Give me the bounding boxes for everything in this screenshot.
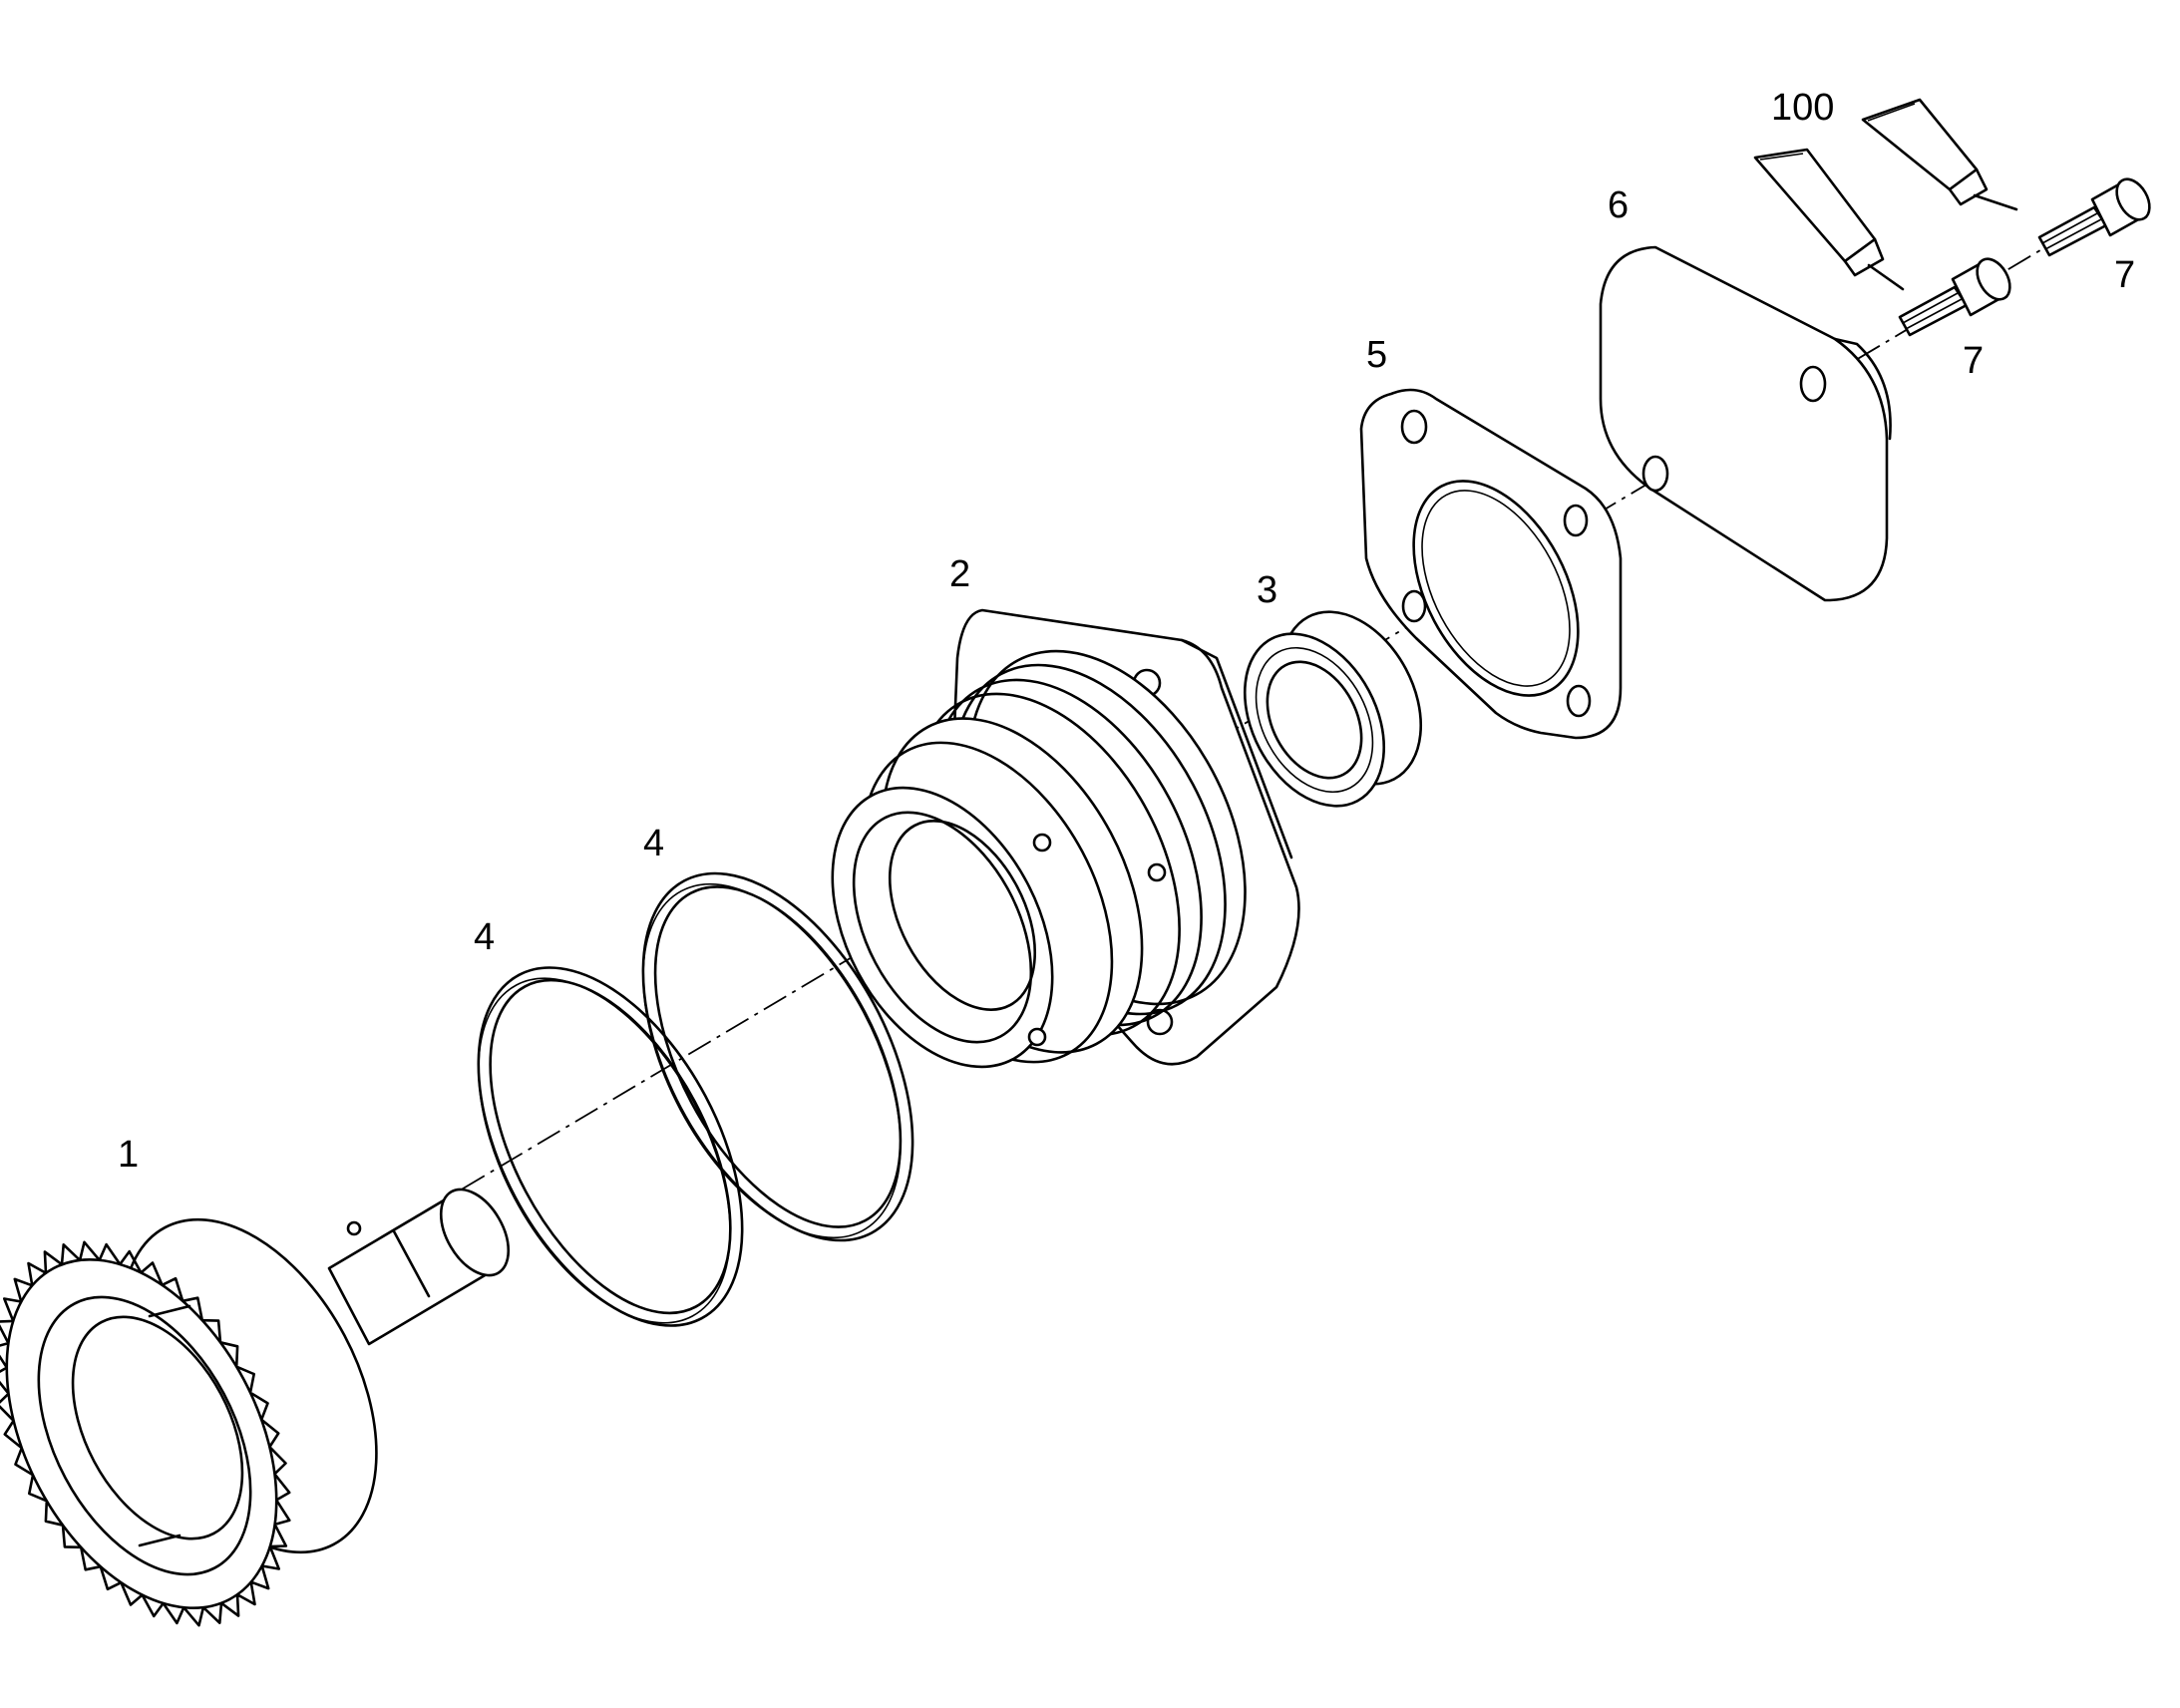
callout-2: 2: [949, 553, 970, 595]
callout-7-lower: 7: [1963, 340, 1984, 382]
callout-4-rear: 4: [643, 823, 664, 864]
part-1-gear-shaft: [0, 1188, 511, 1627]
part-3-ball-bearing: [1243, 610, 1423, 808]
part-4-o-ring-front: [477, 966, 744, 1327]
callout-3: 3: [1257, 569, 1277, 611]
part-100-sealant-tube-lower: [1753, 148, 1905, 291]
part-7-screw-lower: [1898, 257, 2011, 337]
callout-5: 5: [1366, 334, 1387, 376]
callout-1: 1: [118, 1134, 139, 1176]
callout-7-upper: 7: [2114, 254, 2135, 296]
part-6-cover-plate: [1599, 245, 1892, 602]
callout-6: 6: [1608, 184, 1629, 226]
part-4-o-ring-rear: [641, 871, 914, 1242]
callout-4-front: 4: [474, 916, 495, 958]
callout-100: 100: [1771, 87, 1834, 129]
part-7-screw-upper: [2037, 177, 2151, 257]
part-5-gasket: [1359, 388, 1623, 740]
part-2-bearing-housing: [831, 608, 1300, 1069]
part-100-sealant-tube-upper: [1861, 98, 2018, 211]
